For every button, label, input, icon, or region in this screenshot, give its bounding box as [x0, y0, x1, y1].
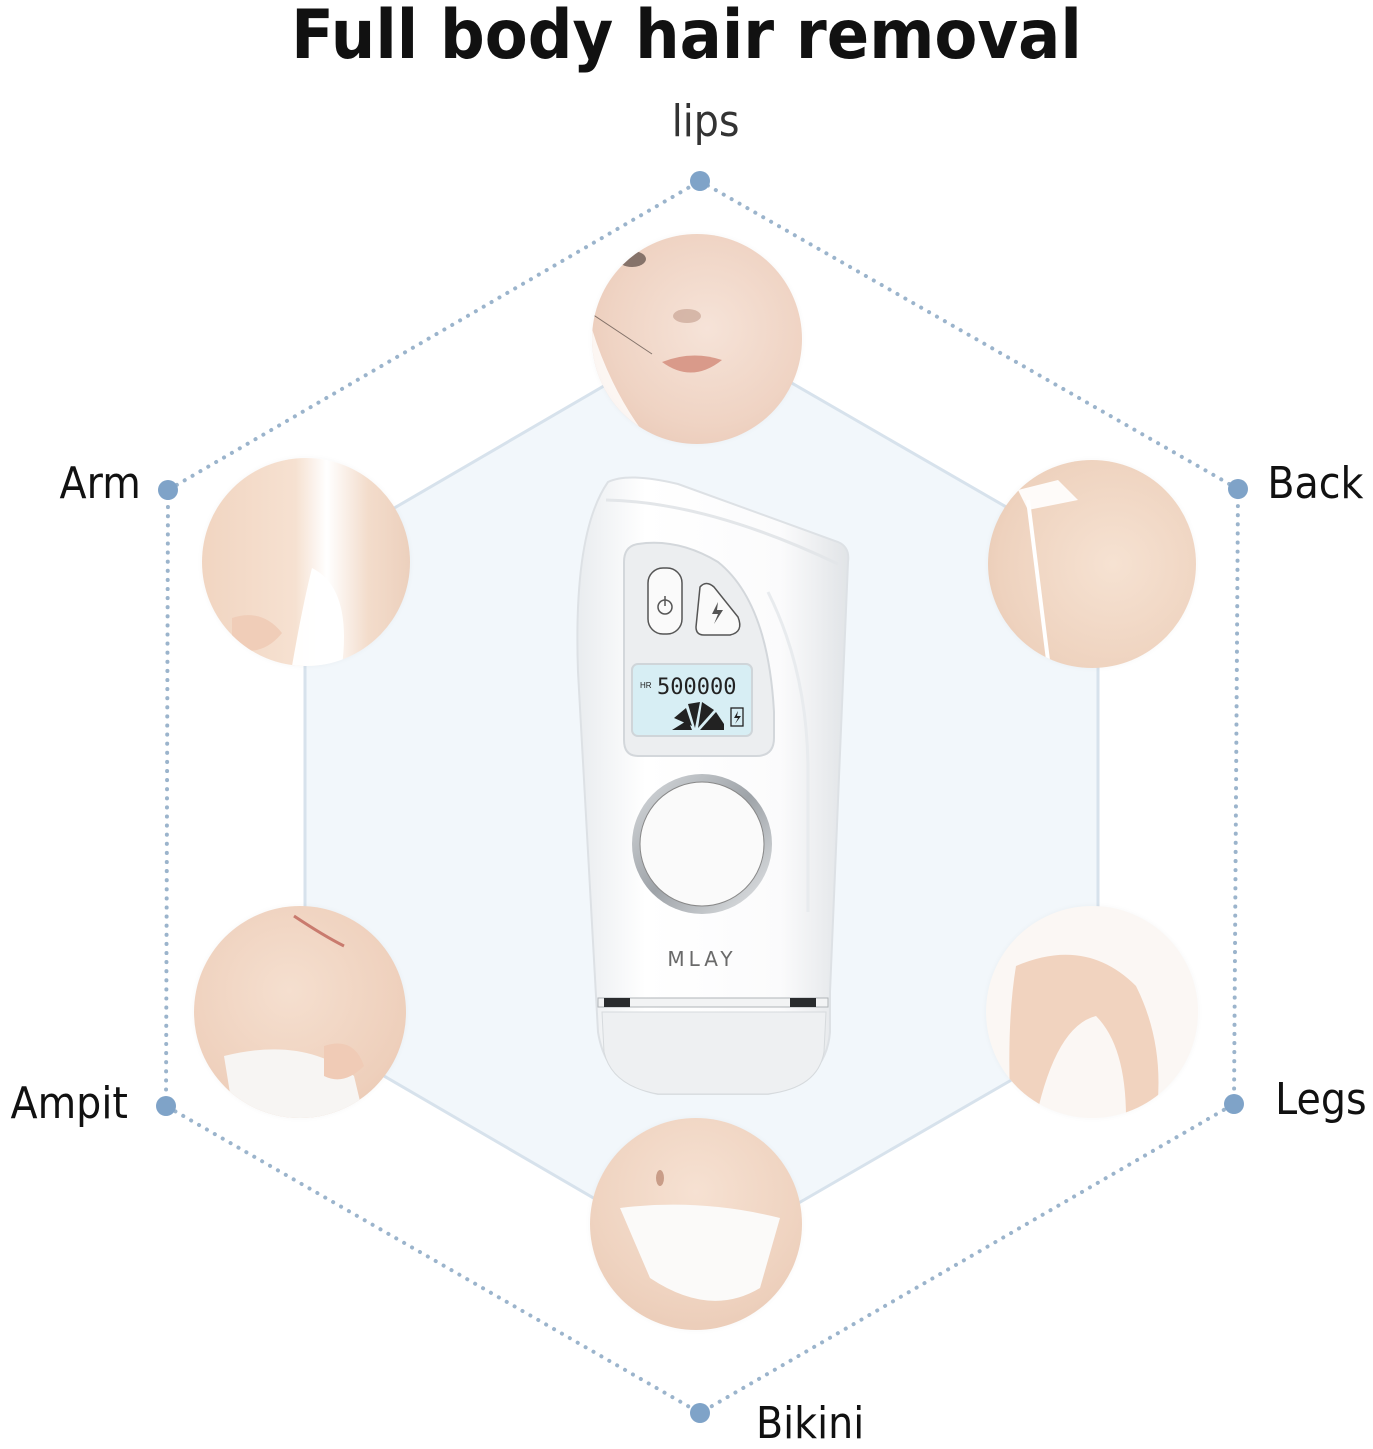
photo-back: [988, 460, 1196, 668]
photo-bikini: [590, 1118, 802, 1330]
power-button[interactable]: [647, 567, 683, 635]
label-bikini: Bikini: [756, 1398, 865, 1449]
photo-lips: [592, 234, 802, 444]
vertex-dot-bikini: [690, 1403, 710, 1423]
label-arm: Arm: [59, 458, 141, 509]
label-lips: lips: [671, 96, 740, 147]
label-ampit: Ampit: [10, 1078, 128, 1129]
label-legs: Legs: [1275, 1074, 1367, 1125]
lcd-counter: 500000: [657, 675, 736, 700]
label-back: Back: [1267, 458, 1364, 509]
photo-arm: [202, 458, 410, 666]
vertex-dot-arm: [158, 480, 178, 500]
lcd-hr-label: HR: [640, 681, 652, 690]
page-title: Full body hair removal: [291, 0, 1082, 75]
photo-ampit: [194, 906, 406, 1118]
vertex-dot-back: [1228, 479, 1248, 499]
photo-legs: [986, 906, 1198, 1118]
charging-indicator-icon: [730, 707, 744, 727]
brand-logo: MLAY: [667, 947, 736, 971]
vertex-dot-lips: [690, 171, 710, 191]
flash-button[interactable]: [695, 582, 741, 636]
energy-level-fan-icon: [672, 702, 724, 730]
lcd-display: HR 500000: [631, 663, 753, 737]
vertex-dot-ampit: [156, 1096, 176, 1116]
vertex-dot-legs: [1224, 1094, 1244, 1114]
ipl-device: HR 500000 MLAY: [576, 476, 850, 1095]
trigger-button[interactable]: [632, 774, 772, 914]
